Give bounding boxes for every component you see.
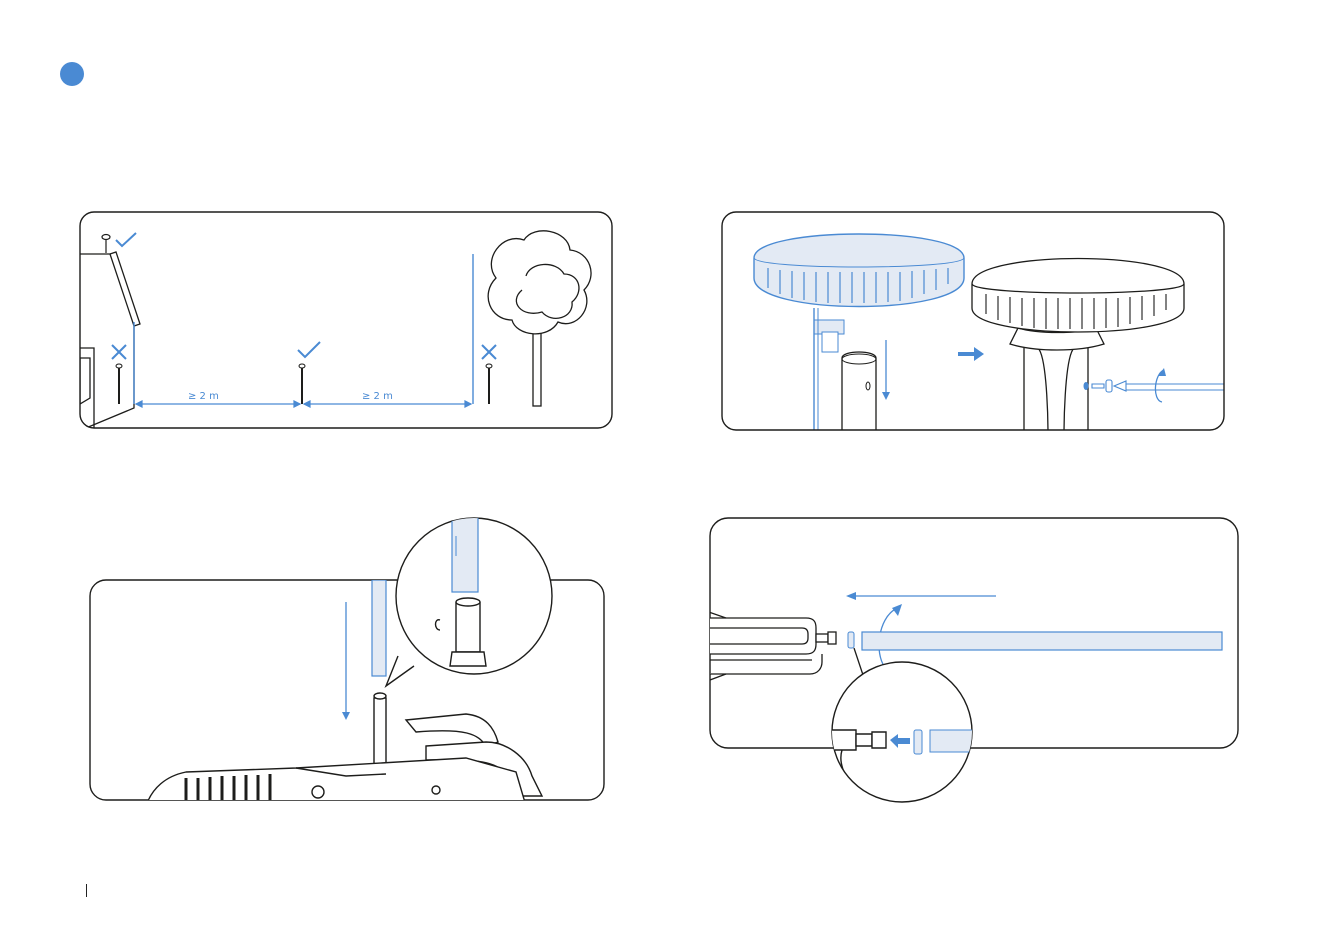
cross-icon <box>112 345 126 359</box>
screw-icon <box>1092 380 1228 392</box>
antenna-before-mount <box>754 234 964 434</box>
house-illustration <box>76 252 140 428</box>
spike-assembly-panel <box>706 514 1242 816</box>
page-marker <box>86 884 87 897</box>
roof-antenna <box>102 235 110 254</box>
antenna-pole-near-tree <box>486 364 492 404</box>
distance-label-left: ≥ 2 m <box>188 391 219 402</box>
arrow-icon <box>958 347 984 361</box>
antenna-after-mount <box>972 259 1184 435</box>
distance-dimension <box>136 401 471 407</box>
checkmark-icon <box>116 233 136 246</box>
antenna-mount-panel <box>718 208 1228 436</box>
placement-panel: ≥ 2 m ≥ 2 m <box>76 208 616 434</box>
cross-icon <box>482 345 496 359</box>
step-indicator-dot <box>60 62 84 86</box>
tree-illustration <box>488 231 591 406</box>
checkmark-icon <box>298 342 320 357</box>
distance-label-right: ≥ 2 m <box>362 391 393 402</box>
pole-insertion-panel <box>86 506 610 808</box>
antenna-pole-near-house <box>116 364 122 404</box>
antenna-pole-center <box>299 364 305 404</box>
